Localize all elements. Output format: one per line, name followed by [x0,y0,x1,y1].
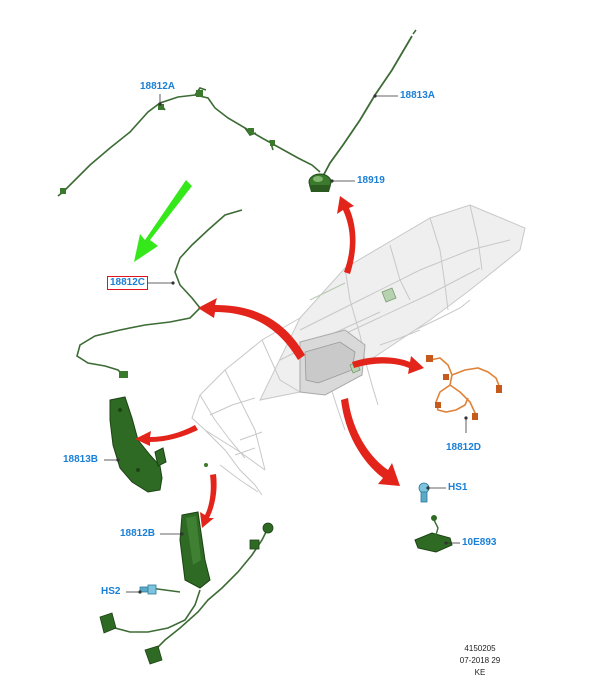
arrow-to-antenna [337,196,356,274]
callout-18812D[interactable]: 18812D [446,442,482,453]
arrow-to-18812B [200,474,217,528]
diagram-reference-number: 4150205 [464,644,496,653]
callout-18812C-selected[interactable]: 18812C [107,276,149,290]
arrow-to-HS1 [341,398,400,486]
callout-18812A[interactable]: 18812A [140,81,176,92]
sensor-HS2[interactable] [139,584,157,595]
location-arrows [135,196,424,528]
module-10E893[interactable] [414,515,453,553]
arrow-to-18812C [198,298,305,360]
arrow-to-18812D [352,356,424,374]
callout-HS1[interactable]: HS1 [448,482,468,493]
callout-18919[interactable]: 18919 [357,175,385,186]
cable-18812A[interactable] [57,87,321,197]
leader-dots [116,94,468,594]
callout-18813B[interactable]: 18813B [63,454,99,465]
diagram-date-code: 07-2018 29 [459,656,501,665]
sensor-HS1[interactable] [418,482,430,503]
leader-lines [104,94,467,593]
harness-18812B-connectors [99,522,274,665]
diagram-region-code: KE [474,668,486,677]
antenna-base-18919[interactable] [308,173,332,192]
cable-18812C[interactable] [76,209,243,377]
center-console-ghost [299,282,397,396]
arrow-to-18813B [135,425,198,446]
callout-HS2[interactable]: HS2 [101,586,121,597]
module-18812B[interactable] [179,511,211,589]
cable-18812A-clips [60,90,275,194]
cable-18812C-connector [119,371,128,378]
harness-18812D-connectors [426,355,502,420]
callout-10E893[interactable]: 10E893 [462,537,497,548]
harness-18812D[interactable] [429,357,501,416]
bracket-18813B[interactable] [109,396,167,493]
green-pointer-arrow [134,180,192,262]
clip-marker [204,463,208,467]
callout-18813A[interactable]: 18813A [400,90,436,101]
antenna-18813A[interactable] [321,29,417,179]
callout-18812B[interactable]: 18812B [120,528,156,539]
